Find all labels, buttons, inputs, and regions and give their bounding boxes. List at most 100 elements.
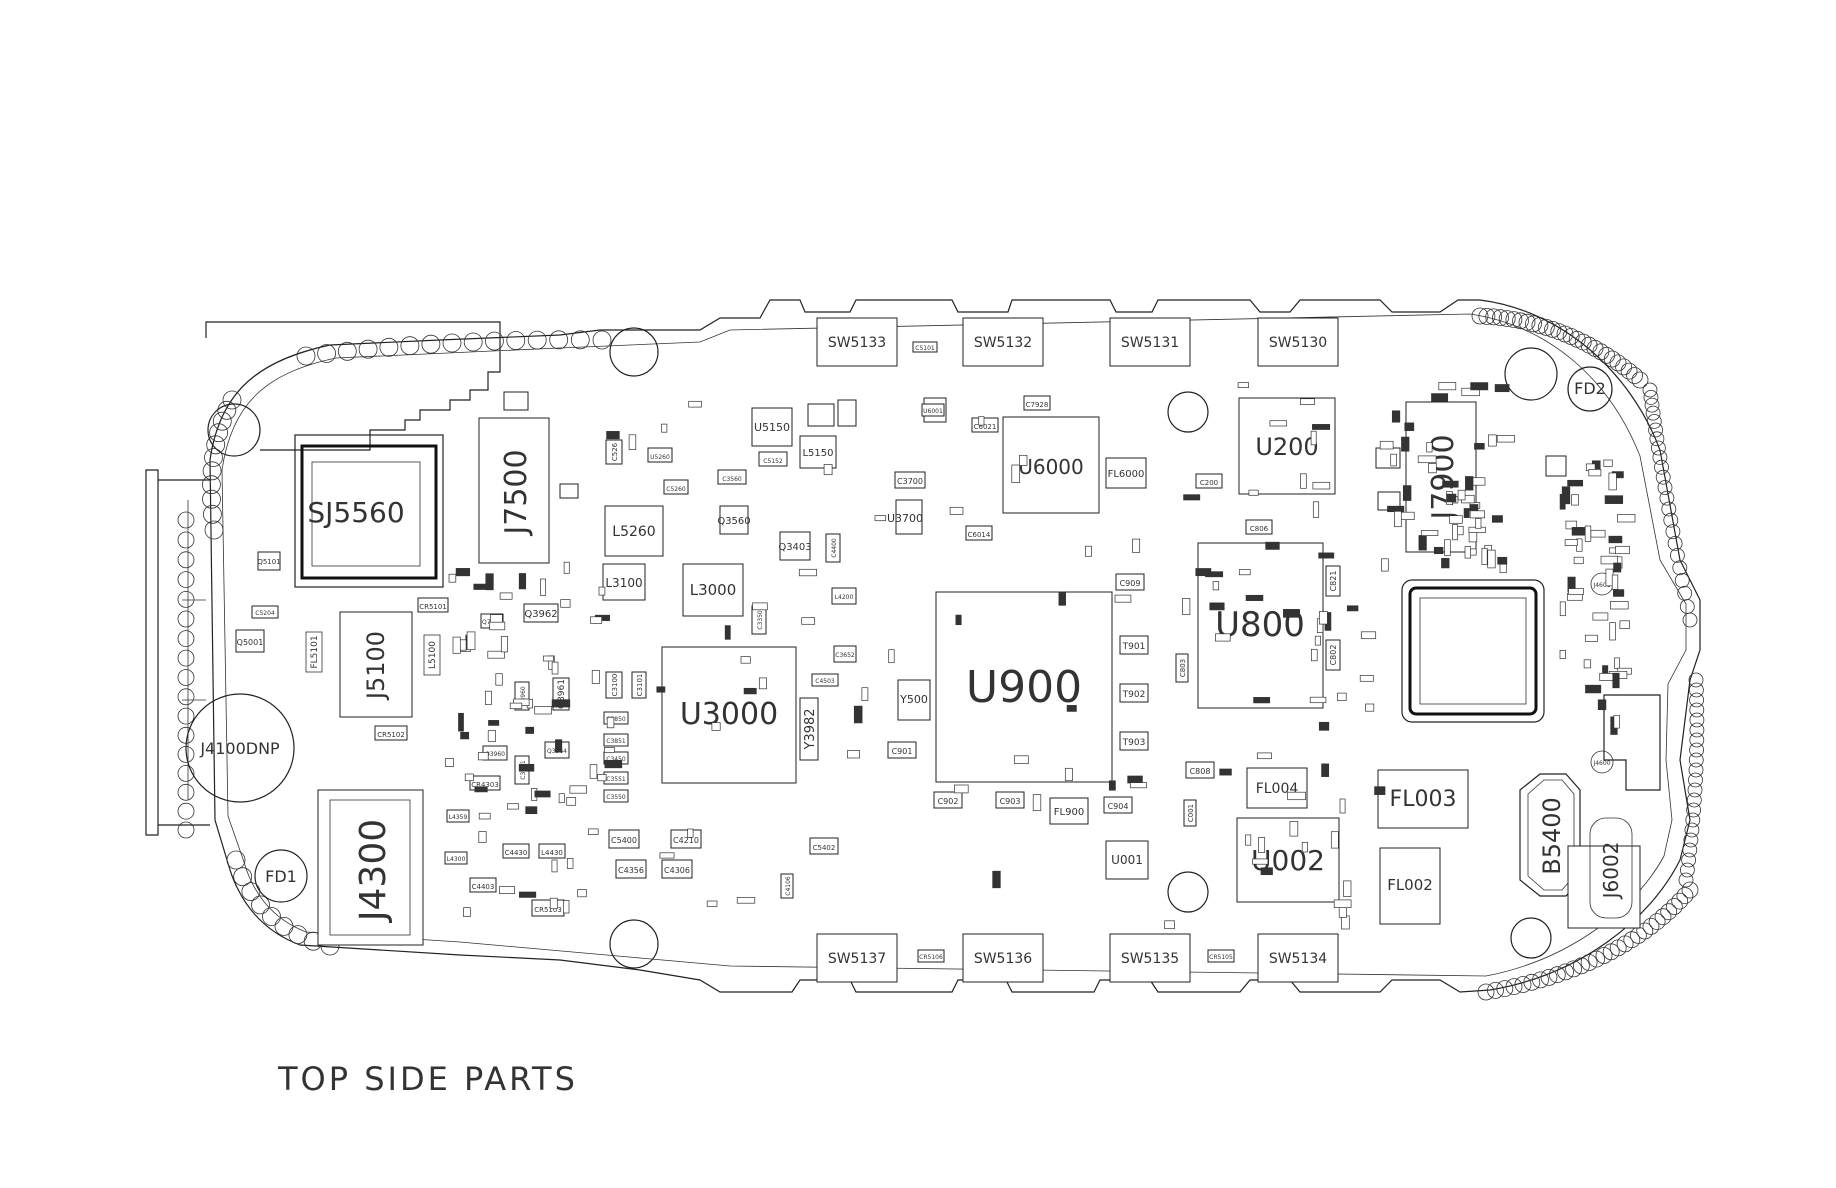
edge-via [1645,405,1661,421]
small-pad [1260,867,1273,876]
label-c3560: C3560 [722,476,742,483]
small-pad [661,423,668,433]
edge-via [1580,954,1598,971]
label-j4601: J4601 [1592,582,1610,589]
small-pad [736,897,756,904]
edge-via [1689,682,1704,698]
small-pad [525,726,535,734]
small-pad [1608,472,1617,491]
edge-via [1682,612,1698,628]
edge-via [1565,960,1582,978]
small-pad [1343,880,1352,897]
switch-label-sw5133: SW5133 [828,335,886,351]
label-q3960: Q3960 [485,751,505,758]
small-pad [1568,588,1584,595]
label-fl900: FL900 [1054,807,1084,818]
edge-via [1588,950,1605,968]
label-c3100: C3100 [611,674,619,697]
label-y3982: Y3982 [803,708,818,750]
edge-via [1477,983,1495,1001]
small-pad [490,614,503,623]
small-pad [1612,672,1620,689]
edge-via [1644,397,1660,413]
label-b5400: B5400 [1538,797,1566,875]
small-pad [711,722,721,731]
small-pad [1381,558,1389,572]
label-u200: U200 [1255,433,1318,461]
small-labeled-parts: T901 T902 T903 C901 C902 C903 C904 C909 … [235,341,1614,963]
small-pad [1310,430,1317,446]
small-pad [534,706,552,715]
edge-via [1676,887,1694,904]
edge-via [1592,343,1610,361]
label-c5101: C5101 [915,345,935,352]
edge-via [1689,722,1705,738]
small-pad [1584,525,1592,542]
edge-via [1595,947,1613,964]
small-pad [604,759,623,769]
label-j4600: J4600 [1592,760,1610,767]
edge-via [1689,692,1704,708]
edge-via [1471,307,1489,325]
small-pad [847,750,860,759]
small-pad [1614,657,1620,669]
small-pad [1085,545,1092,557]
misc-small-parts [445,382,1636,930]
label-j5100: J5100 [362,631,390,701]
edge-via [1672,560,1688,576]
small-pad [487,650,505,659]
small-pad [1463,508,1470,518]
label-j7500: J7500 [499,449,534,536]
edge-via [1681,852,1696,868]
small-pad [463,907,471,917]
label-c3101: C3101 [636,674,644,697]
edge-via [204,520,224,540]
label-c808: C808 [1190,767,1211,776]
edge-via [233,867,253,887]
edge-via [484,331,504,351]
small-pad [1321,763,1330,777]
small-pad [706,900,718,907]
edge-via [1615,358,1632,376]
small-pad [604,747,615,753]
label-c6021: C6021 [974,423,997,431]
label-c5402: C5402 [813,844,836,852]
edge-via [1514,976,1532,993]
small-pad [590,616,603,624]
edge-via [1626,367,1643,384]
label-q5101: Q5101 [257,558,280,566]
edge-via [400,336,420,356]
small-pad [478,812,491,820]
label-l4359: L4359 [449,814,468,821]
label-c4356: C4356 [618,866,644,875]
label-c5260: C5260 [666,486,686,493]
small-pad [1269,420,1288,427]
small-pad [1245,594,1264,601]
label-c902: C902 [938,797,959,806]
label-c4503: C4503 [815,678,835,685]
edge-via [1670,548,1685,563]
small-pad [597,774,607,782]
label-u3000: U3000 [680,697,778,732]
small-pad [888,649,895,664]
small-pad [518,573,527,590]
label-u6001: U6001 [923,408,943,415]
small-pad [445,758,454,767]
label-q3403: Q3403 [778,542,811,553]
edge-via [1654,459,1669,475]
label-q3961: Q3961 [557,679,567,709]
edge-via [1665,898,1683,915]
edge-via [177,669,195,686]
edge-via [1540,969,1558,986]
label-cr5102: CR5102 [377,731,405,739]
small-pad [477,752,489,761]
label-l3100: L3100 [605,576,642,590]
edge-via [1573,957,1590,975]
small-pad [563,900,570,914]
small-pad [1289,821,1299,837]
edge-via [1609,354,1627,372]
edge-via [177,591,195,608]
label-u6000: U6000 [1018,455,1084,479]
small-pad [687,828,694,838]
label-c904: C904 [1108,802,1129,811]
